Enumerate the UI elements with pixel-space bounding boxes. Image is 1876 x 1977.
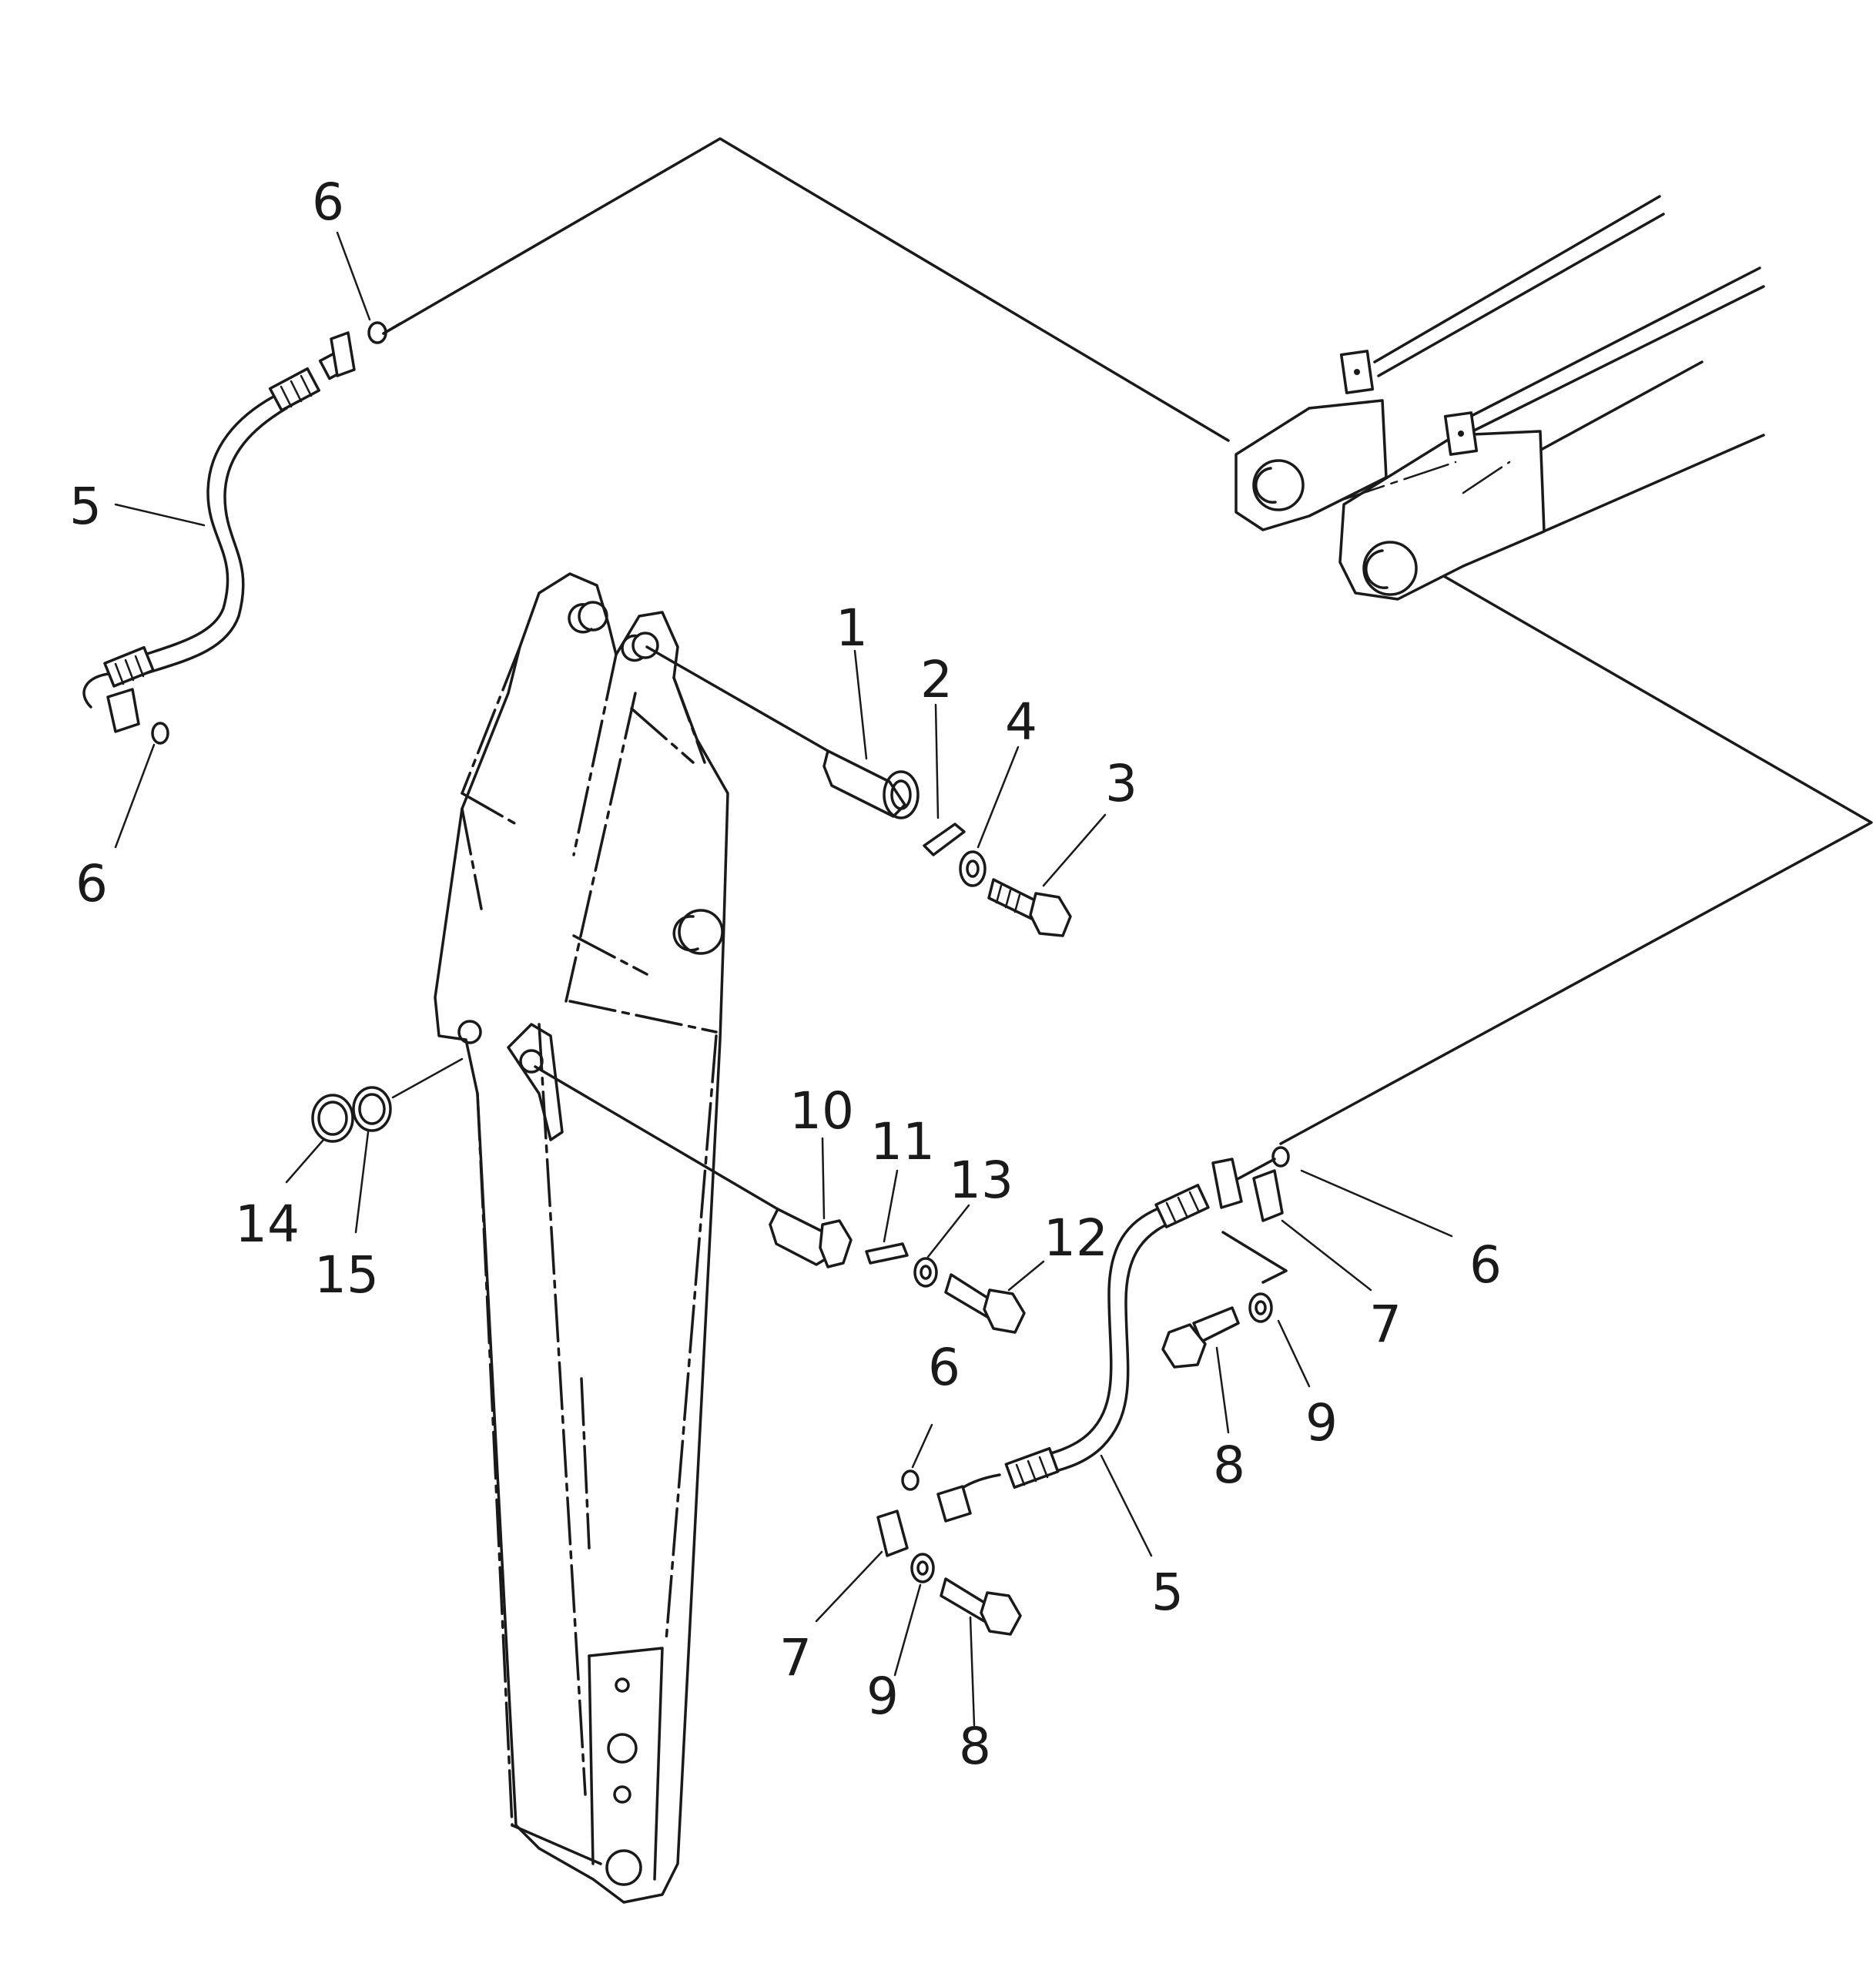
callout-15: 15 bbox=[314, 1245, 379, 1305]
callout-2: 2 bbox=[920, 650, 953, 709]
callout-11: 11 bbox=[870, 1112, 935, 1171]
callout-3: 3 bbox=[1105, 754, 1137, 813]
boom bbox=[434, 572, 729, 1904]
callout-5-lower: 5 bbox=[1151, 1563, 1184, 1622]
callout-1: 1 bbox=[836, 598, 868, 658]
callout-5-upper: 5 bbox=[69, 477, 102, 536]
upper-structure bbox=[1234, 195, 1765, 601]
callout-8-upper: 8 bbox=[1213, 1436, 1245, 1495]
callout-7-right: 7 bbox=[1369, 1295, 1402, 1354]
callout-6-top: 6 bbox=[312, 173, 344, 232]
frame-lines bbox=[382, 137, 1873, 1145]
hose-lower bbox=[876, 1158, 1288, 1557]
hose-upper bbox=[82, 331, 356, 733]
callout-6-lower: 6 bbox=[928, 1338, 960, 1397]
callout-8-lower: 8 bbox=[959, 1717, 991, 1776]
callout-7-lower: 7 bbox=[779, 1628, 812, 1687]
leader-lines bbox=[114, 231, 1453, 1727]
callout-4: 4 bbox=[1005, 692, 1037, 752]
callout-9-upper: 9 bbox=[1305, 1393, 1338, 1453]
callout-9-lower: 9 bbox=[866, 1667, 899, 1726]
callout-6-right: 6 bbox=[1469, 1235, 1502, 1295]
callout-13: 13 bbox=[949, 1151, 1013, 1210]
callout-10: 10 bbox=[789, 1081, 854, 1141]
callout-labels: 1 2 4 3 5 6 6 10 11 13 12 14 15 6 7 9 8 … bbox=[69, 173, 1502, 1776]
callout-12: 12 bbox=[1044, 1208, 1108, 1268]
callout-14: 14 bbox=[235, 1195, 300, 1254]
callout-6-left: 6 bbox=[75, 854, 108, 913]
small-parts bbox=[151, 321, 1290, 1636]
